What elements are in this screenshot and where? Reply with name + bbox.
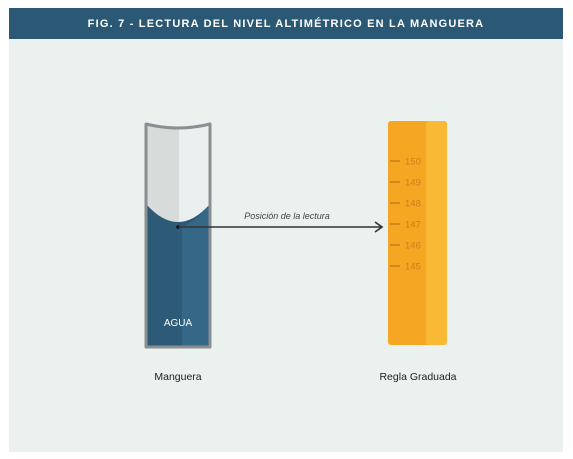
arrow-label: Posición de la lectura (244, 211, 330, 221)
ruler: 150 149 148 147 146 145 (388, 121, 447, 345)
diagram: AGUA Posición de la lectura 150 149 148 147… (144, 121, 447, 349)
ruler-tick-label: 145 (405, 262, 421, 273)
ruler-tick-label: 148 (405, 199, 421, 210)
hose-outline (144, 122, 212, 349)
ruler-tick-label: 146 (405, 241, 421, 252)
ruler-caption: Regla Graduada (379, 371, 457, 383)
ruler-ticks: 150 149 148 147 146 145 (390, 157, 421, 273)
figure-frame: FIG. 7 - LECTURA DEL NIVEL ALTIMÉTRICO E… (9, 8, 563, 452)
ruler-highlight (426, 121, 447, 345)
title-bar: FIG. 7 - LECTURA DEL NIVEL ALTIMÉTRICO E… (9, 8, 563, 39)
hose-water-highlight (182, 204, 210, 347)
arrow-head (374, 221, 384, 233)
water-label: AGUA (164, 318, 193, 329)
reading-arrow: Posición de la lectura (176, 211, 384, 233)
hose: AGUA (144, 122, 212, 349)
hose-caption: Manguera (154, 371, 202, 383)
ruler-tick-label: 150 (405, 157, 421, 168)
ruler-tick-label: 147 (405, 220, 421, 231)
figure-title: FIG. 7 - LECTURA DEL NIVEL ALTIMÉTRICO E… (87, 17, 485, 30)
ruler-tick-label: 149 (405, 178, 421, 189)
